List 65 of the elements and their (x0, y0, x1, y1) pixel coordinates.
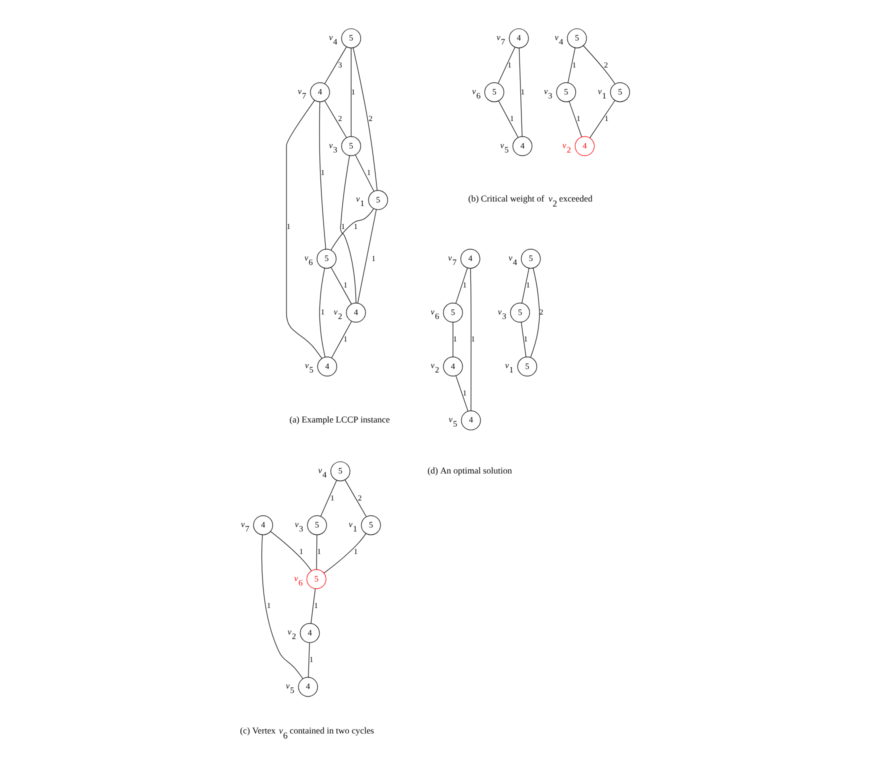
connector (330, 267, 352, 304)
connector (310, 588, 316, 624)
connector (455, 268, 468, 304)
connector (324, 46, 346, 84)
node-circle: 5 (442, 302, 462, 322)
node-circle: 4 (298, 677, 318, 697)
node-circle: 4 (442, 356, 462, 376)
connector (344, 480, 366, 518)
node-circle: 5 (340, 28, 361, 48)
connector (324, 100, 346, 138)
connector (567, 48, 575, 83)
node-circle: 4 (316, 356, 337, 376)
connector (260, 534, 303, 680)
node-circle: 5 (566, 28, 586, 48)
node-circle: 5 (556, 82, 576, 102)
connector (497, 46, 515, 84)
connector (356, 209, 376, 304)
connector (340, 155, 356, 304)
connector (352, 47, 377, 191)
node-circle: 5 (340, 136, 361, 156)
node-circle: 5 (610, 82, 630, 102)
node-circle: 4 (346, 302, 366, 322)
connector (530, 268, 540, 358)
node-circle: 5 (484, 82, 504, 102)
label: (d) An optimal solution (427, 465, 512, 476)
connector (452, 322, 453, 358)
node-circle: 4 (252, 515, 272, 536)
connector (455, 376, 468, 412)
node-circle: 5 (360, 515, 380, 536)
connector (330, 208, 374, 250)
node-circle: 4 (508, 28, 528, 48)
node-circle: 4 (574, 136, 594, 156)
node-circle: 4 (512, 136, 532, 156)
node-circle: 4 (299, 623, 320, 643)
connector (589, 100, 615, 138)
node-circle: 5 (306, 569, 326, 590)
connector (470, 268, 471, 412)
connector (318, 268, 325, 358)
node-circle: 4 (460, 248, 480, 269)
connector (316, 534, 317, 570)
node-circle: 4 (310, 82, 330, 102)
connector (518, 48, 522, 137)
connector (286, 100, 322, 359)
node-circle: 5 (306, 515, 326, 536)
connector (323, 533, 366, 574)
connector (320, 480, 336, 517)
connector (521, 268, 529, 304)
connector (270, 531, 312, 572)
connector (582, 45, 615, 84)
node-circle: 5 (510, 302, 530, 322)
connector (568, 101, 582, 138)
connector (308, 642, 310, 678)
connector (498, 100, 518, 138)
node-circle: 5 (330, 461, 350, 482)
node-circle: 5 (368, 190, 388, 210)
connector (354, 154, 374, 192)
node-circle: 5 (520, 248, 540, 269)
connector (330, 320, 352, 358)
connector (350, 48, 351, 137)
node-circle: 4 (460, 410, 480, 430)
label: (a) Example LCCP instance (288, 414, 390, 425)
node-circle: 5 (316, 248, 336, 269)
connector (318, 102, 326, 250)
connector (520, 322, 526, 358)
node-circle: 5 (516, 356, 537, 376)
